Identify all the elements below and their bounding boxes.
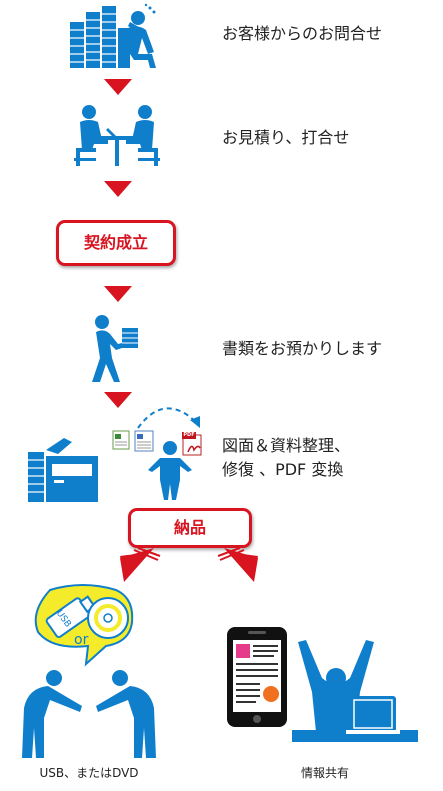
contract-badge: 契約成立 — [56, 220, 176, 266]
usb-dvd-caption: USB、またはDVD — [39, 766, 139, 780]
share-caption: 情報共有 — [300, 766, 349, 780]
pdf-file-icon — [182, 432, 202, 456]
step-process-line1: 図面＆資料整理、 — [222, 436, 351, 455]
pdf-label: PDF — [183, 432, 195, 438]
document-file-icon — [134, 430, 154, 452]
step-receive-text: 書類をお預かりします — [222, 339, 383, 358]
meeting-icon — [74, 105, 160, 166]
split-arrow-right-icon — [217, 547, 258, 582]
handover-people-icon — [22, 670, 156, 758]
tablet-icon — [227, 627, 287, 727]
carrying-documents-icon — [92, 315, 138, 382]
scanner-icon — [28, 438, 98, 502]
paperwork-overload-icon — [70, 3, 156, 68]
dashed-transfer-arrow — [137, 407, 200, 429]
down-arrow-icon — [104, 79, 132, 95]
usb-or-dvd-bubble — [34, 584, 134, 667]
step-estimate-text: お見積り、打合せ — [222, 128, 350, 147]
step-process-line2: 修復 、PDF 変換 — [222, 460, 344, 479]
or-label: or — [74, 632, 89, 648]
step-inquiry-text: お客様からのお問合せ — [222, 24, 383, 43]
split-arrow-left-icon — [120, 547, 161, 582]
down-arrow-icon — [104, 286, 132, 302]
spreadsheet-file-icon — [112, 430, 130, 450]
delivery-badge: 納品 — [128, 508, 252, 548]
down-arrow-icon — [104, 181, 132, 197]
person-icon — [148, 441, 192, 500]
cheering-person-icon — [292, 640, 418, 742]
down-arrow-icon — [104, 392, 132, 408]
